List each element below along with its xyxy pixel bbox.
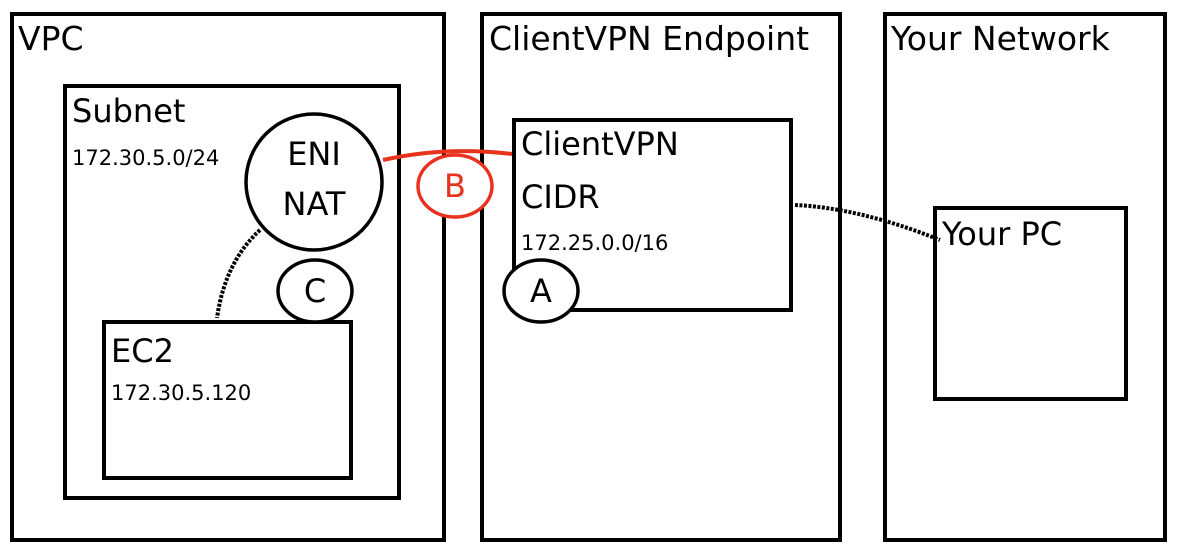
subnet-box: [63, 84, 401, 500]
client-cidr-value: 172.25.0.0/16: [521, 231, 668, 255]
eni-ec2-connector: [215, 228, 262, 319]
client-cidr-line1: ClientVPN: [521, 125, 679, 163]
eni-cidr-connector: [382, 149, 513, 162]
client-cidr-box: [512, 118, 793, 312]
marker-c: [276, 258, 354, 324]
nat-label: NAT: [283, 185, 346, 223]
subnet-label: Subnet: [72, 92, 185, 130]
eni-label: ENI: [287, 135, 341, 173]
subnet-cidr: 172.30.5.0/24: [72, 146, 219, 170]
ec2-label: EC2: [111, 332, 174, 370]
pc-box: [933, 206, 1128, 401]
vpc-box: [10, 12, 446, 542]
ec2-ip: 172.30.5.120: [111, 381, 251, 405]
marker-a-label: A: [530, 272, 552, 310]
eni-nat-circle: [244, 112, 384, 252]
vpc-label: VPC: [18, 19, 84, 58]
endpoint-box: [480, 12, 842, 542]
client-cidr-line2: CIDR: [521, 178, 600, 216]
ec2-box: [102, 320, 353, 480]
marker-c-label: C: [304, 272, 326, 310]
network-box: [883, 12, 1167, 542]
endpoint-label: ClientVPN Endpoint: [489, 19, 809, 58]
pc-label: Your PC: [941, 215, 1062, 253]
marker-a: [502, 258, 580, 324]
cidr-pc-connector: [794, 203, 941, 242]
marker-b-label: B: [444, 167, 466, 205]
network-label: Your Network: [890, 19, 1111, 58]
marker-b: [416, 153, 494, 219]
